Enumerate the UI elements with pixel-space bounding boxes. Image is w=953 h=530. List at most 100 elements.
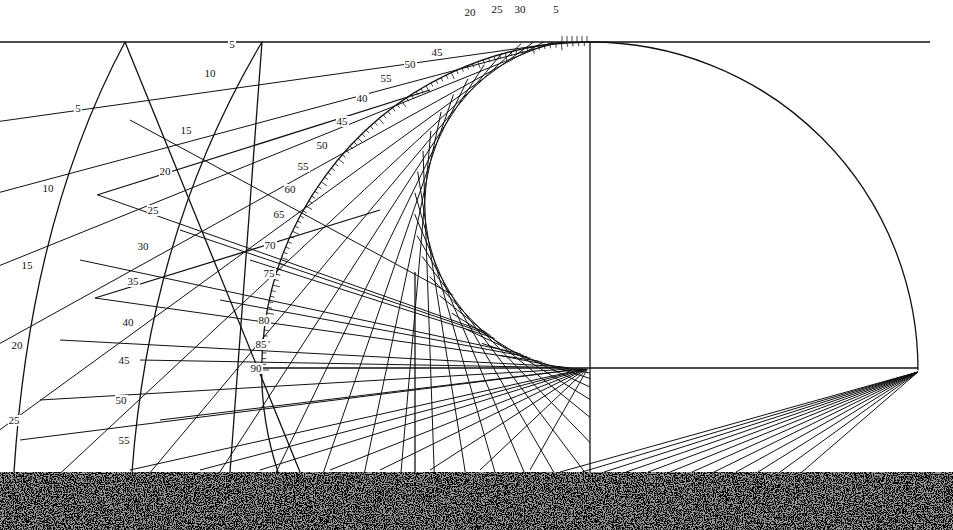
construction-line (262, 370, 269, 371)
construction-line (335, 164, 338, 167)
scale-number: 5 (74, 103, 82, 114)
scale-number: 15 (21, 260, 34, 271)
frame-lines (0, 42, 930, 472)
construction-line (384, 115, 387, 118)
construction-line (411, 95, 413, 98)
construction-line (268, 307, 272, 309)
construction-line (550, 44, 551, 48)
construction-line (422, 256, 590, 472)
construction-line (802, 372, 918, 472)
construction-line (264, 330, 268, 331)
construction-line (371, 126, 374, 129)
tangent-lines (0, 42, 590, 472)
scale-number: 10 (204, 68, 217, 79)
construction-line (270, 296, 274, 298)
construction-line (582, 36, 583, 42)
construction-line (670, 372, 918, 472)
scan-noise (0, 472, 953, 530)
construction-line (160, 368, 588, 420)
construction-line (423, 151, 450, 472)
construction-line (500, 55, 501, 59)
construction-line (567, 43, 568, 47)
scale-number: 5 (228, 39, 236, 50)
scale-number: 20 (464, 7, 477, 18)
construction-line (325, 177, 328, 179)
scale-number: 45 (336, 116, 349, 127)
construction-line (415, 214, 590, 472)
construction-line (14, 53, 503, 472)
construction-line (416, 92, 418, 95)
construction-line (483, 60, 484, 64)
construction-line (321, 182, 327, 186)
construction-line (780, 372, 918, 472)
scale-number: 35 (127, 276, 140, 287)
scale-number: 85 (255, 339, 268, 350)
construction-line (457, 70, 459, 74)
construction-line (489, 58, 490, 62)
construction-line (440, 295, 590, 472)
construction-line (578, 42, 579, 46)
construction-line (309, 201, 312, 203)
construction-line (0, 42, 590, 139)
construction-line (418, 172, 537, 472)
construction-line (530, 368, 588, 470)
scale-number: 45 (431, 47, 444, 58)
construction-line (295, 226, 299, 228)
construction-line (397, 105, 399, 108)
construction-line (288, 242, 292, 244)
construction-line (446, 75, 448, 79)
construction-line (472, 64, 473, 68)
construction-line (430, 276, 590, 472)
scale-number: 75 (263, 268, 276, 279)
construction-line (714, 372, 918, 472)
scale-number: 80 (258, 315, 271, 326)
construction-line (436, 80, 438, 84)
construction-line (544, 45, 546, 49)
scale-number: 60 (284, 184, 297, 195)
construction-line (358, 138, 363, 143)
scale-number: 45 (118, 355, 131, 366)
construction-line (200, 368, 588, 470)
construction-line (494, 56, 495, 60)
construction-line (339, 159, 344, 163)
construction-line (415, 193, 590, 472)
construction-line (452, 313, 590, 472)
construction-line (293, 231, 299, 234)
scale-number: 90 (250, 363, 263, 374)
construction-line (130, 368, 588, 470)
construction-line (280, 263, 284, 264)
construction-line (516, 50, 518, 54)
construction-line (276, 274, 280, 275)
construction-line (431, 83, 433, 86)
construction-line (577, 36, 578, 42)
construction-line (379, 119, 383, 124)
scale-number: 55 (297, 161, 310, 172)
construction-line (206, 95, 453, 472)
scale-number: 55 (118, 435, 131, 446)
construction-line (362, 134, 365, 137)
construction-line (582, 372, 918, 472)
construction-line (584, 42, 585, 46)
construction-line (269, 301, 273, 303)
construction-line (365, 131, 431, 472)
construction-line (402, 101, 406, 107)
construction-line (312, 196, 315, 198)
scale-number: 5 (552, 4, 560, 15)
construction-line (604, 372, 918, 472)
construction-line (0, 42, 590, 227)
construction-line (260, 368, 588, 470)
construction-line (318, 187, 321, 189)
construction-line (300, 216, 304, 218)
scale-number: 30 (137, 241, 150, 252)
construction-line (272, 290, 276, 292)
scale-ticks (262, 36, 587, 370)
construction-line (328, 173, 331, 175)
construction-line (393, 108, 395, 111)
scan-noise-ground (0, 472, 953, 530)
scale-number: 50 (115, 395, 128, 406)
construction-line (278, 269, 282, 270)
construction-line (510, 52, 512, 56)
scale-number: 15 (180, 125, 193, 136)
construction-line (505, 53, 507, 60)
construction-line (264, 335, 268, 336)
